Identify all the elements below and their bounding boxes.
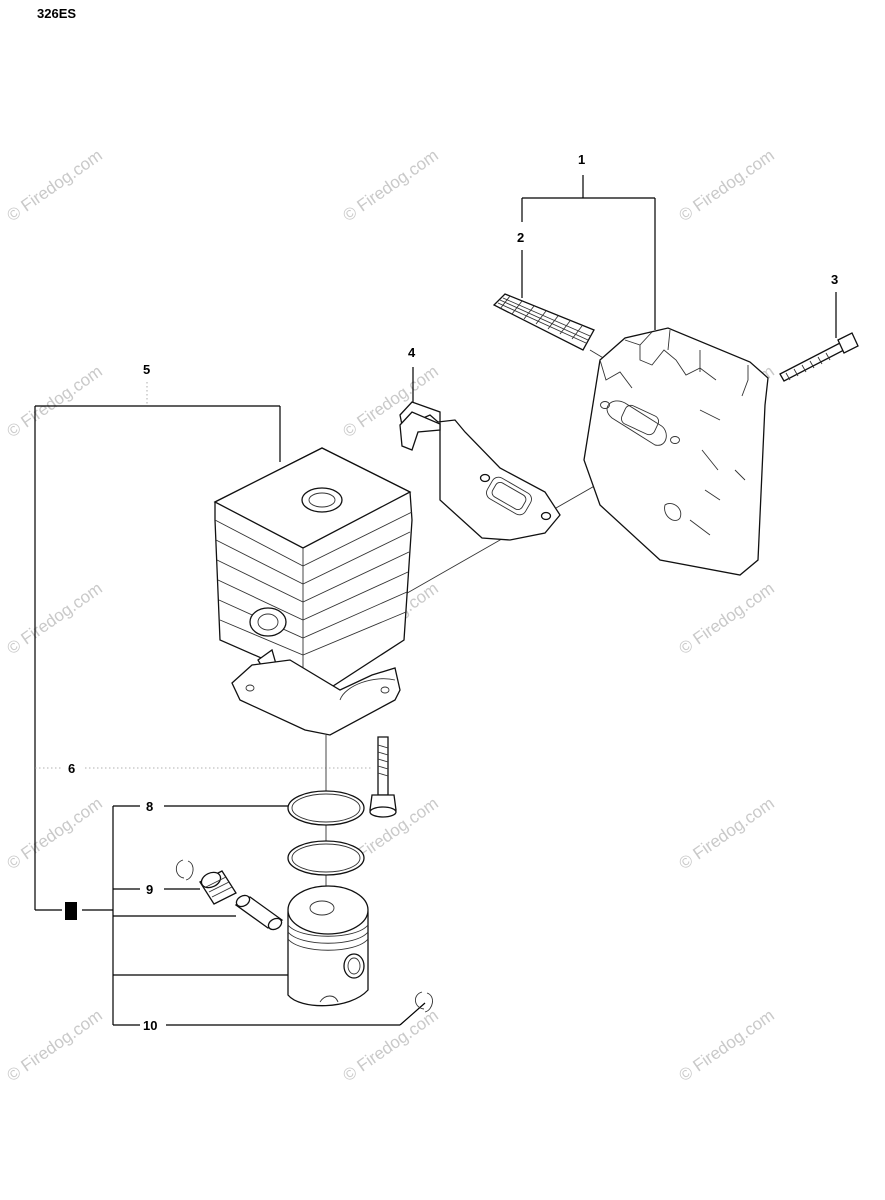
watermark: © Firedog.com [675, 146, 777, 226]
watermark: © Firedog.com [675, 794, 777, 874]
spark-arrestor-screen [492, 293, 595, 351]
watermark: © Firedog.com [3, 1006, 105, 1086]
callout-4: 4 [408, 345, 416, 360]
callout-9: 9 [146, 882, 154, 897]
cylinder-bolt [369, 736, 397, 818]
piston [287, 885, 369, 1007]
watermark: © Firedog.com [339, 1006, 441, 1086]
model-number: 326ES [37, 6, 77, 21]
callout-10: 10 [143, 1018, 158, 1033]
watermark: © Firedog.com [675, 579, 777, 659]
circlip [415, 991, 433, 1013]
cylinder [213, 447, 413, 736]
kit-marker [65, 902, 77, 920]
watermark: © Firedog.com [3, 794, 105, 874]
callout-2: 2 [517, 230, 525, 245]
piston-pin-bearing [175, 859, 284, 931]
piston-rings [287, 790, 365, 876]
watermark: © Firedog.com [3, 146, 105, 226]
watermark: © Firedog.com [675, 1006, 777, 1086]
watermark: © Firedog.com [3, 579, 105, 659]
muffler-bolt [779, 332, 859, 382]
leader-lines [34, 175, 837, 1026]
callout-3: 3 [831, 272, 839, 287]
watermark: © Firedog.com [3, 362, 105, 442]
callout-5: 5 [143, 362, 151, 377]
callout-1: 1 [578, 152, 586, 167]
watermark: © Firedog.com [339, 146, 441, 226]
gasket-plate [399, 401, 561, 541]
callout-8: 8 [146, 799, 154, 814]
callout-6: 6 [68, 761, 76, 776]
muffler [583, 327, 769, 576]
